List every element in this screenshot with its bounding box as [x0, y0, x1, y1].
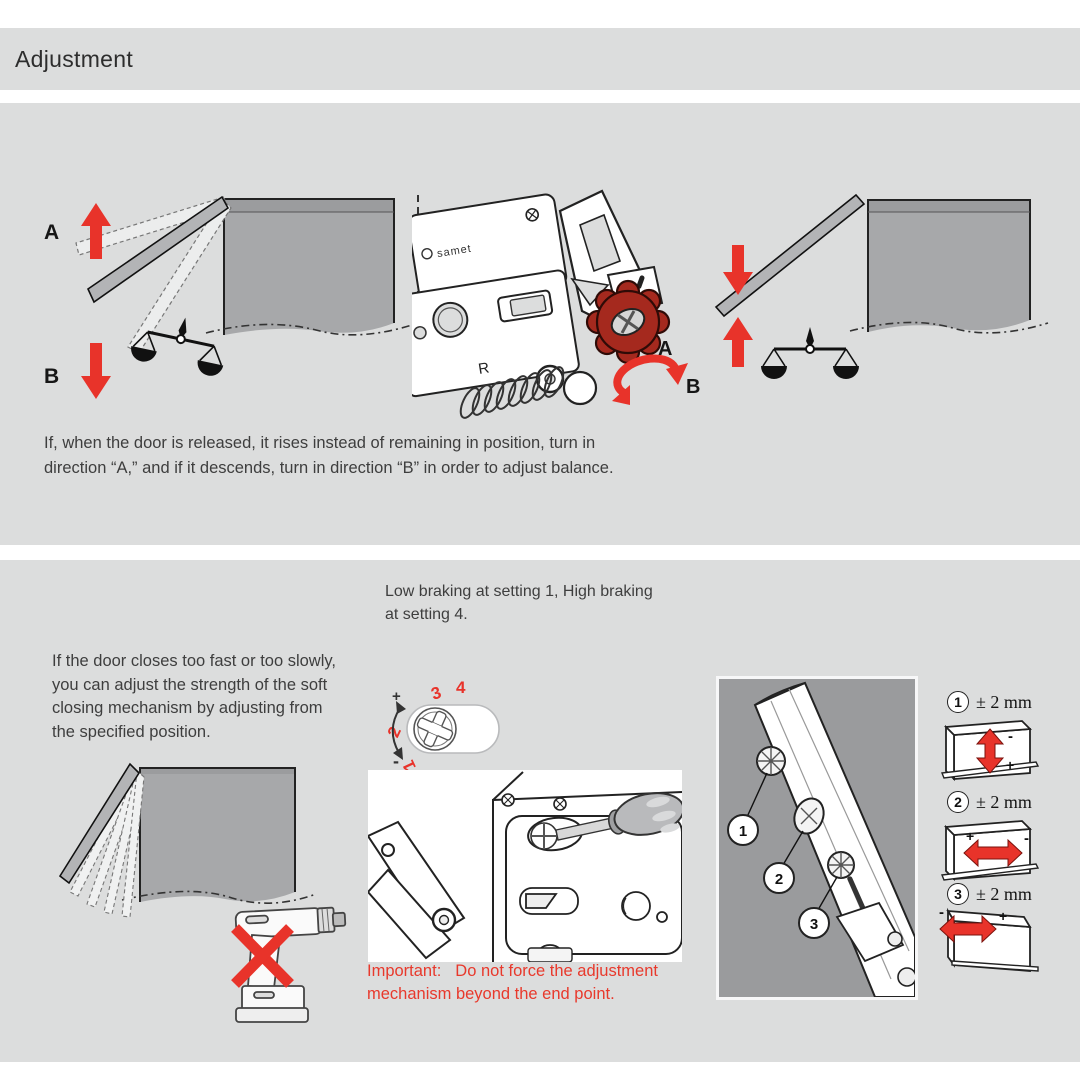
dial-number-4: 4 [456, 678, 466, 697]
arrow-up-icon [723, 317, 753, 367]
adjustment-knob [585, 279, 671, 365]
dial-screw [413, 707, 457, 751]
para-line-1: If the door closes too fast or too slowl… [52, 652, 336, 670]
dial-number-3: 3 [429, 683, 444, 704]
callout-3: 3 [810, 916, 818, 933]
adjustment-2-number: 2 [947, 791, 969, 813]
adjustment-3-plus: + [999, 908, 1007, 924]
hinge-callout-panel: 1 2 3 [716, 676, 918, 1000]
brand-logo-text: samet [436, 243, 472, 260]
knob-direction-a-label: A [658, 338, 672, 360]
unbalanced-scales-icon [131, 317, 224, 376]
direction-a-label: A [44, 221, 59, 244]
adjustment-3-number: 3 [947, 883, 969, 905]
no-drill-x-icon [231, 924, 294, 988]
hinge-screws [756, 746, 855, 879]
important-label: Important: [367, 962, 442, 980]
adjustment-3-header: 3 ± 2 mm [947, 882, 1032, 906]
horizontal-adjust-arrow-icon [939, 914, 997, 944]
adjustment-3-minus: - [939, 905, 944, 921]
adjustment-1-number: 1 [947, 691, 969, 713]
screwdriver-handle [613, 792, 682, 836]
soft-close-adjustment-section: Low braking at setting 1, High braking a… [0, 560, 1080, 1062]
dial-plus-sign: + [392, 688, 401, 705]
page-title: Adjustment [15, 45, 134, 72]
adjustment-1-range: ± 2 mm [976, 691, 1032, 712]
spring-coil [459, 366, 565, 419]
adjustment-2-minus: - [1024, 830, 1029, 847]
caption-line-1: If, when the door is released, it rises … [44, 434, 596, 452]
arrow-down-icon [723, 245, 753, 295]
direction-b-label: B [44, 365, 59, 388]
adjustment-2-range: ± 2 mm [976, 791, 1032, 812]
panel-details [519, 887, 668, 962]
screwdriver-adjustment-drawing [368, 770, 682, 962]
panel-screws [501, 793, 567, 811]
soft-close-paragraph: If the door closes too fast or too slowl… [52, 650, 372, 744]
adjustment-1-diagram: - + [941, 720, 1040, 782]
callout-circles: 1 2 3 [727, 814, 830, 939]
cabinet-illustration [849, 199, 1049, 334]
cabinet-illustration [205, 198, 413, 336]
horizontal-adjust-arrow-icon [963, 838, 1023, 868]
dial-minus-sign: - [393, 751, 399, 771]
balance-adjustment-section: A B [0, 103, 1080, 545]
dial-rotation-arrow-icon [391, 701, 406, 760]
door-held-position [714, 193, 866, 318]
door-open-position [58, 762, 141, 885]
door-balance-diagram: A B [44, 195, 413, 399]
vertical-adjust-arrow-icon [975, 728, 1005, 774]
adjustment-3-range: ± 2 mm [976, 883, 1032, 904]
para-line-2: you can adjust the strength of the soft [52, 675, 328, 694]
adjustment-3-diagram: - + [939, 905, 1039, 972]
dial-number-2: 2 [384, 724, 405, 741]
hinge-arm-drawing: 1 2 3 [727, 681, 917, 998]
adjustment-2-plus: + [966, 828, 974, 844]
callout-leader-lines [746, 772, 838, 911]
door-open-position [86, 195, 230, 304]
note-line-1: Low braking at setting 1, High braking [385, 583, 653, 600]
note-line-2: at setting 4. [385, 606, 468, 623]
arrow-down-icon [81, 343, 111, 399]
balance-caption: If, when the door is released, it rises … [44, 431, 684, 481]
page-header: Adjustment [0, 28, 1080, 90]
rotation-arrow-icon [612, 354, 688, 405]
dial-and-screwdriver [527, 792, 682, 852]
hinge-arm [753, 681, 917, 998]
para-line-4: the specified position. [52, 722, 211, 741]
braking-note: Low braking at setting 1, High braking a… [385, 580, 715, 626]
para-line-3: closing mechanism by adjusting from [52, 699, 323, 717]
adjustment-1-header: 1 ± 2 mm [947, 690, 1032, 714]
adjustment-2-diagram: + - [941, 820, 1040, 882]
left-arm-parts [368, 820, 466, 960]
important-line-2: mechanism beyond the end point. [367, 985, 615, 1003]
adjustment-1-plus: + [1006, 757, 1014, 773]
caption-line-2: direction “A,” and if it descends, turn … [44, 459, 614, 477]
callout-2: 2 [775, 871, 783, 888]
adjustment-2-header: 2 ± 2 mm [947, 790, 1032, 814]
door-closing-diagram [58, 762, 347, 1023]
cabinet-box [946, 907, 1039, 972]
balanced-scales-icon [761, 327, 859, 379]
door-balanced-diagram [714, 193, 1049, 379]
lift-mechanism-drawing: samet R [412, 189, 700, 419]
callout-1: 1 [739, 823, 747, 840]
door-ghost-positions [75, 196, 232, 354]
cabinet-illustration [121, 767, 317, 904]
adjustment-1-minus: - [1008, 728, 1013, 745]
knob-direction-b-label: B [686, 376, 700, 398]
important-warning: Important: Do not force the adjustment me… [367, 960, 697, 1006]
braking-dial-diagram: 3 4 2 1 + - [384, 678, 500, 774]
r-mark: R [477, 359, 491, 378]
cabinet-panel-lines [492, 771, 682, 962]
arrow-up-icon [81, 203, 111, 259]
important-line-1: Do not force the adjustment [455, 962, 658, 980]
